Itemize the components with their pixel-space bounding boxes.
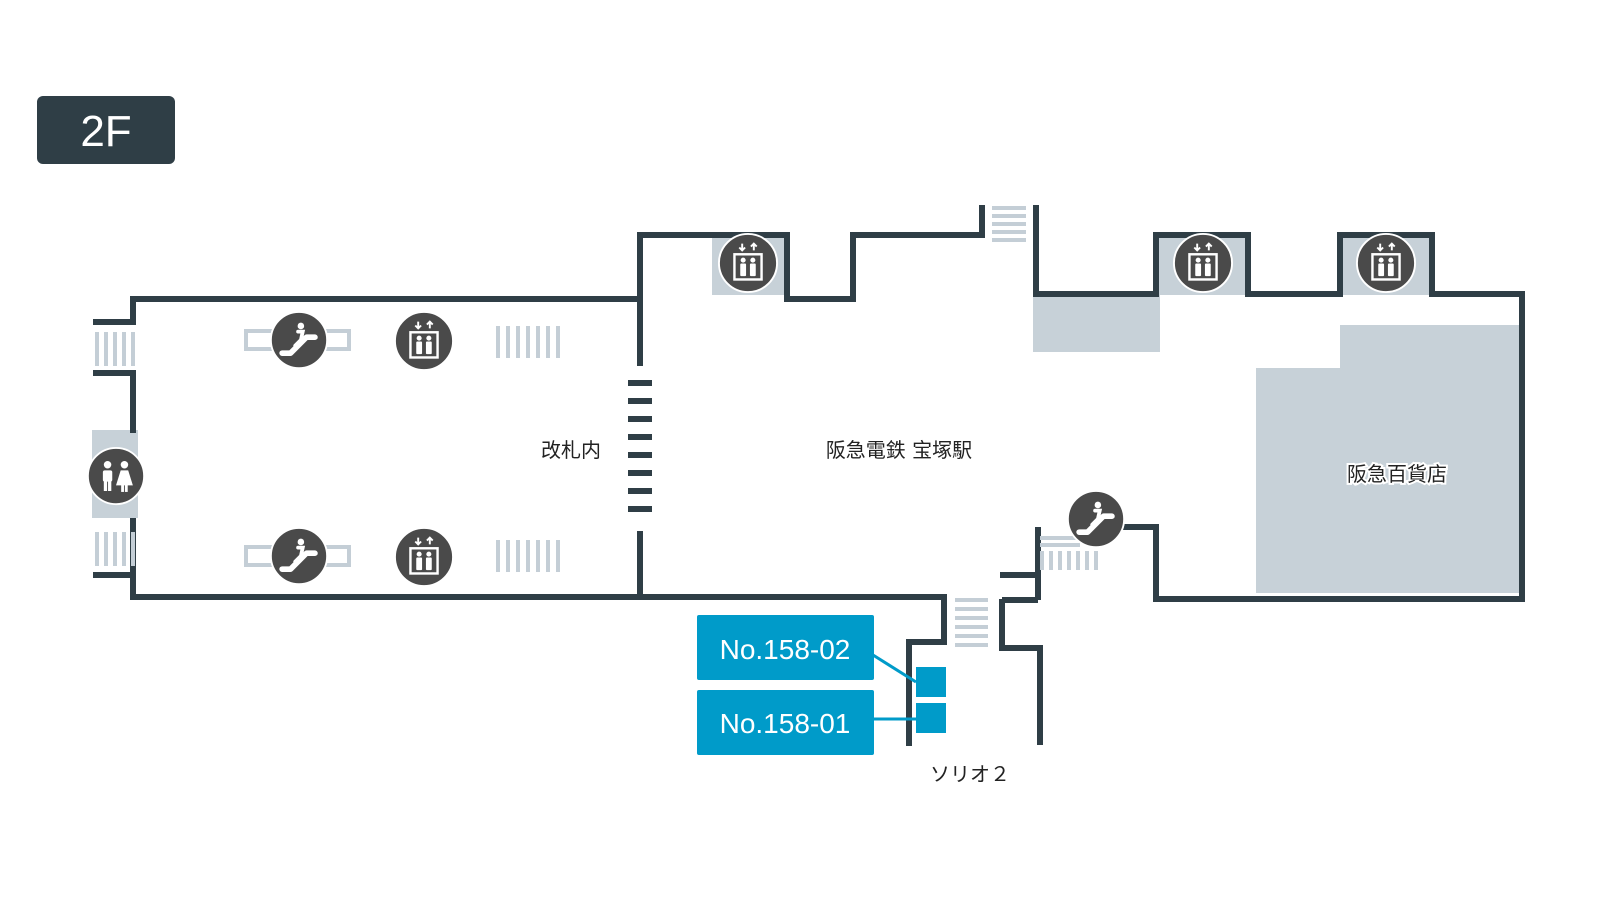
stairs-lower xyxy=(496,540,560,572)
department-store-area xyxy=(1256,325,1519,593)
ticket-gates xyxy=(628,380,652,512)
locker-markers xyxy=(872,653,946,733)
locker-unit-02[interactable] xyxy=(916,667,946,697)
elevator-icon xyxy=(393,526,455,588)
building-label: ソリオ２ xyxy=(930,762,1010,786)
elevator-icon xyxy=(1355,232,1417,294)
floor-label: 2F xyxy=(80,107,131,156)
stairs-upper xyxy=(496,326,560,358)
locker-label-02[interactable]: No.158-02 xyxy=(697,615,874,680)
stairs-left-bottom xyxy=(95,532,135,566)
stairs-left-top xyxy=(95,332,135,366)
station-label: 阪急電鉄 宝塚駅 xyxy=(826,438,972,462)
stairs-right xyxy=(1040,536,1098,570)
elevator-icon xyxy=(717,232,779,294)
escalator-icon xyxy=(271,312,327,368)
walls xyxy=(93,205,1525,746)
floor-badge: 2F xyxy=(37,96,175,164)
escalator-icon xyxy=(1068,491,1124,547)
inside-gates-label: 改札内 xyxy=(541,438,601,462)
locker-label-01[interactable]: No.158-01 xyxy=(697,690,874,755)
locker-unit-01[interactable] xyxy=(916,703,946,733)
elevator-icon xyxy=(1172,232,1234,294)
stairs-top xyxy=(992,206,1026,242)
locker-id-01: No.158-01 xyxy=(720,708,851,739)
elevator-icon xyxy=(393,310,455,372)
shaded-zone xyxy=(1033,294,1160,352)
restroom-icon xyxy=(86,446,146,506)
department-store-label: 阪急百貨店 xyxy=(1347,462,1447,486)
stairs-icon xyxy=(95,206,1098,647)
escalator-icon xyxy=(271,528,327,584)
locker-id-02: No.158-02 xyxy=(720,634,851,665)
stairs-bottom xyxy=(955,598,988,647)
